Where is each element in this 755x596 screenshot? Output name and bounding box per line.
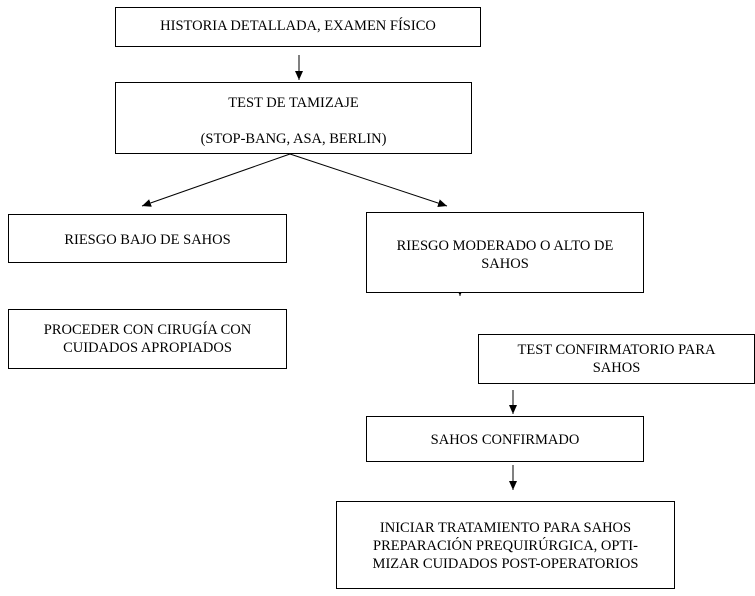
node-test-tamizaje: TEST DE TAMIZAJE (STOP-BANG, ASA, BERLIN… — [115, 82, 472, 154]
node-test-tamizaje-line-2: (STOP-BANG, ASA, BERLIN) — [200, 131, 387, 147]
node-test-confirmatorio-line-1: TEST CONFIRMATORIO PARA — [517, 342, 716, 358]
node-riesgo-bajo-line-1: RIESGO BAJO DE SAHOS — [64, 232, 231, 248]
node-proceder-line-1: PROCEDER CON CIRUGÍA CON — [43, 322, 252, 338]
node-iniciar-tratamiento-line-2: PREPARACIÓN PREQUIRÚRGICA, OPTI- — [373, 538, 638, 554]
node-riesgo-bajo: RIESGO BAJO DE SAHOS — [8, 214, 287, 263]
node-sahos-confirmado: SAHOS CONFIRMADO — [366, 416, 644, 462]
node-iniciar-tratamiento-line-3: MIZAR CUIDADOS POST-OPERATORIOS — [372, 556, 639, 572]
arrow-test-tamizaje-to-riesgo-bajo — [141, 153, 291, 207]
node-historia-detallada: HISTORIA DETALLADA, EXAMEN FÍSICO — [115, 7, 481, 47]
node-test-confirmatorio: TEST CONFIRMATORIO PARA SAHOS — [478, 334, 755, 384]
node-historia-line-1: HISTORIA DETALLADA, EXAMEN FÍSICO — [160, 18, 436, 34]
node-riesgo-moderado-line-2: SAHOS — [481, 256, 529, 272]
node-sahos-confirmado-line-1: SAHOS CONFIRMADO — [430, 432, 580, 448]
node-test-confirmatorio-line-2: SAHOS — [592, 360, 641, 376]
node-iniciar-tratamiento-line-1: INICIAR TRATAMIENTO PARA SAHOS — [379, 520, 632, 536]
node-test-tamizaje-line-1: TEST DE TAMIZAJE — [228, 95, 359, 111]
arrow-test-tamizaje-to-riesgo-moderado — [289, 153, 448, 207]
node-riesgo-moderado-line-1: RIESGO MODERADO O ALTO DE — [396, 238, 614, 254]
node-iniciar-tratamiento: INICIAR TRATAMIENTO PARA SAHOS PREPARACI… — [336, 501, 675, 589]
node-riesgo-moderado-alto: RIESGO MODERADO O ALTO DE SAHOS — [366, 212, 644, 293]
node-proceder-line-2: CUIDADOS APROPIADOS — [63, 340, 232, 356]
node-proceder-cirugia: PROCEDER CON CIRUGÍA CON CUIDADOS APROPI… — [8, 309, 287, 369]
